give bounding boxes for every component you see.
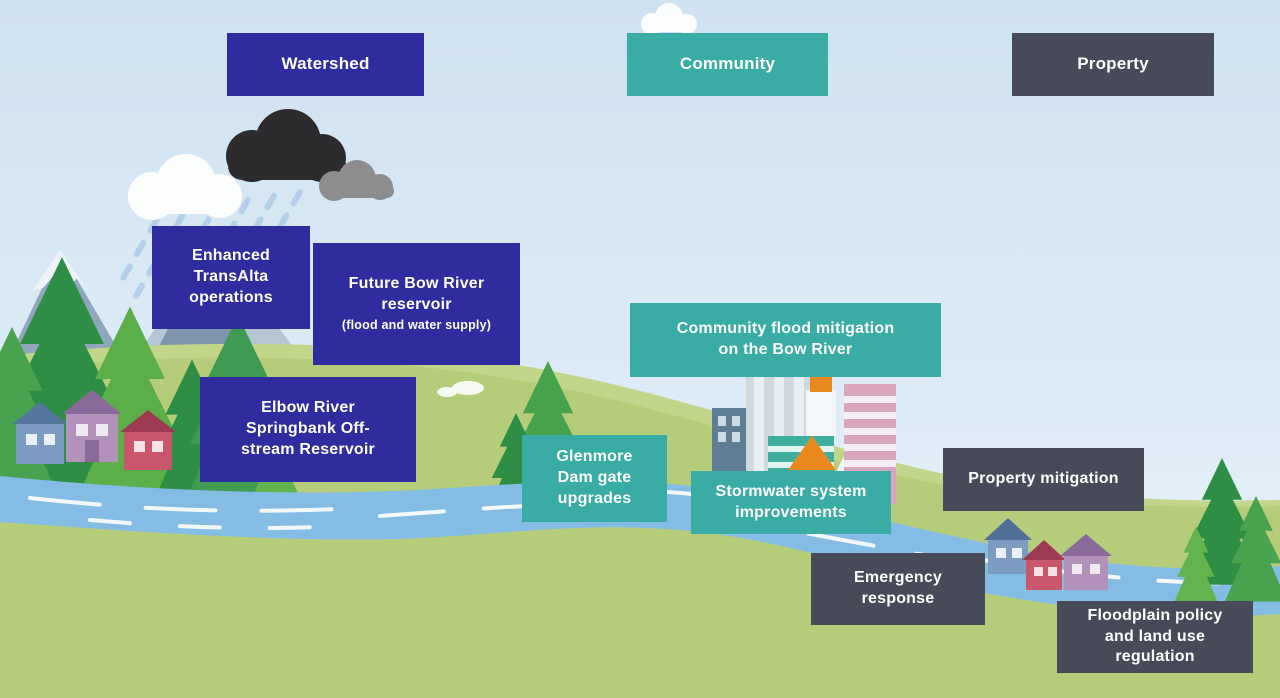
label-future-bow-river-reservoir: Future Bow River reservoir (flood and wa… bbox=[313, 243, 520, 365]
mist-puffs bbox=[437, 381, 484, 397]
category-header-watershed-label: Watershed bbox=[281, 54, 370, 74]
house-mauve bbox=[1060, 534, 1112, 590]
label-enhanced-transalta-operations: Enhanced TransAlta operations bbox=[152, 226, 310, 329]
label-future-bow-river-reservoir-subtext: (flood and water supply) bbox=[341, 317, 492, 332]
house-red bbox=[1022, 540, 1066, 590]
label-elbow-river-springbank-offstream-reservoir: Elbow River Springbank Off- stream Reser… bbox=[200, 377, 416, 482]
gray-cloud-icon bbox=[319, 160, 394, 201]
label-emergency-response: Emergency response bbox=[811, 553, 985, 625]
label-community-flood-mitigation-bow-river: Community flood mitigation on the Bow Ri… bbox=[630, 303, 941, 377]
white-cloud-icon bbox=[128, 154, 242, 220]
category-header-community: Community bbox=[627, 33, 828, 96]
house-red bbox=[120, 410, 176, 470]
label-floodplain-policy-land-use-regulation: Floodplain policy and land use regulatio… bbox=[1057, 601, 1253, 673]
label-property-mitigation: Property mitigation bbox=[943, 448, 1144, 511]
house-blue bbox=[12, 402, 68, 464]
dark-cloud-icon bbox=[226, 109, 346, 182]
label-stormwater-system-improvements: Stormwater system improvements bbox=[691, 471, 891, 534]
houses-right bbox=[984, 518, 1112, 590]
label-glenmore-dam-gate-upgrades: Glenmore Dam gate upgrades bbox=[522, 435, 667, 522]
house-blue bbox=[984, 518, 1032, 574]
category-header-watershed: Watershed bbox=[227, 33, 424, 96]
houses-left bbox=[12, 390, 176, 470]
category-header-property: Property bbox=[1012, 33, 1214, 96]
category-header-property-label: Property bbox=[1077, 54, 1149, 74]
house-mauve bbox=[62, 390, 122, 462]
category-header-community-label: Community bbox=[679, 54, 776, 74]
small-cloud-icon bbox=[641, 3, 697, 35]
